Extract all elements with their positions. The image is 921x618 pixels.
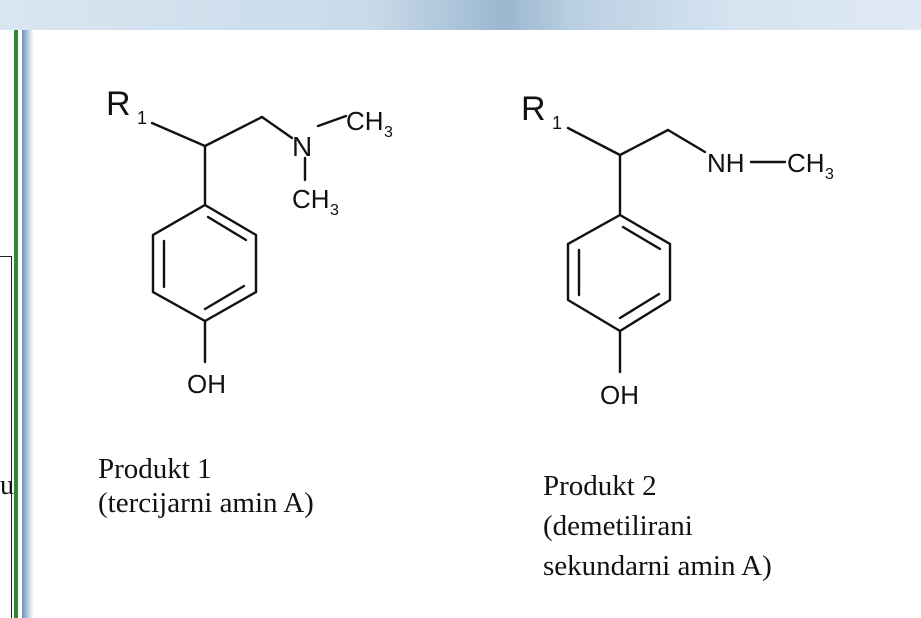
caption-product-1: Produkt 1 (tercijarni amin A) <box>98 452 314 520</box>
caption-1-line2: (tercijarni amin A) <box>98 487 314 519</box>
benzene-ring-2 <box>566 213 672 333</box>
bond <box>203 115 264 148</box>
molecule-1 <box>150 114 348 364</box>
r-sub-2: 1 <box>552 113 562 133</box>
oh-label-1: OH <box>187 369 226 399</box>
sub3-1a: 3 <box>384 124 393 141</box>
sub3-2: 3 <box>825 166 834 183</box>
bond <box>618 128 670 157</box>
caption-2-line2: (demetilirani <box>543 510 693 542</box>
bond <box>316 114 348 128</box>
inner-bond <box>206 215 248 242</box>
ch-label-2: CH <box>787 148 825 178</box>
caption-2-line1: Produkt 2 <box>543 470 657 502</box>
nh-label: NH <box>707 148 745 178</box>
caption-1-line1: Produkt 1 <box>98 453 212 485</box>
n-label: N <box>292 131 312 162</box>
ch-label-1a: CH <box>346 106 384 136</box>
r-sub-1: 1 <box>137 108 147 128</box>
molecule-2 <box>566 126 787 374</box>
r-group-2: R <box>521 90 546 128</box>
window-title-bar <box>0 0 921 30</box>
selection-border <box>14 30 18 618</box>
left-partial-text: u <box>0 470 14 501</box>
ch-label-1b: CH <box>292 184 330 214</box>
caption-2-line3: sekundarni amin A) <box>543 550 772 582</box>
benzene-ring-1 <box>151 203 258 323</box>
panel-divider[interactable] <box>22 30 34 618</box>
sub3-1b: 3 <box>330 202 339 219</box>
inner-bond <box>621 225 662 251</box>
inner-bond <box>203 284 246 311</box>
bond <box>150 121 207 148</box>
oh-label-2: OH <box>600 380 639 410</box>
inner-bond <box>618 292 661 320</box>
left-text-box <box>0 256 12 618</box>
caption-product-2: Produkt 2 (demetilirani sekundarni amin … <box>543 466 772 586</box>
bond <box>666 128 707 154</box>
r-group-1: R <box>106 85 131 123</box>
slide-content <box>34 30 921 618</box>
bond <box>566 126 622 157</box>
bond <box>260 115 294 140</box>
